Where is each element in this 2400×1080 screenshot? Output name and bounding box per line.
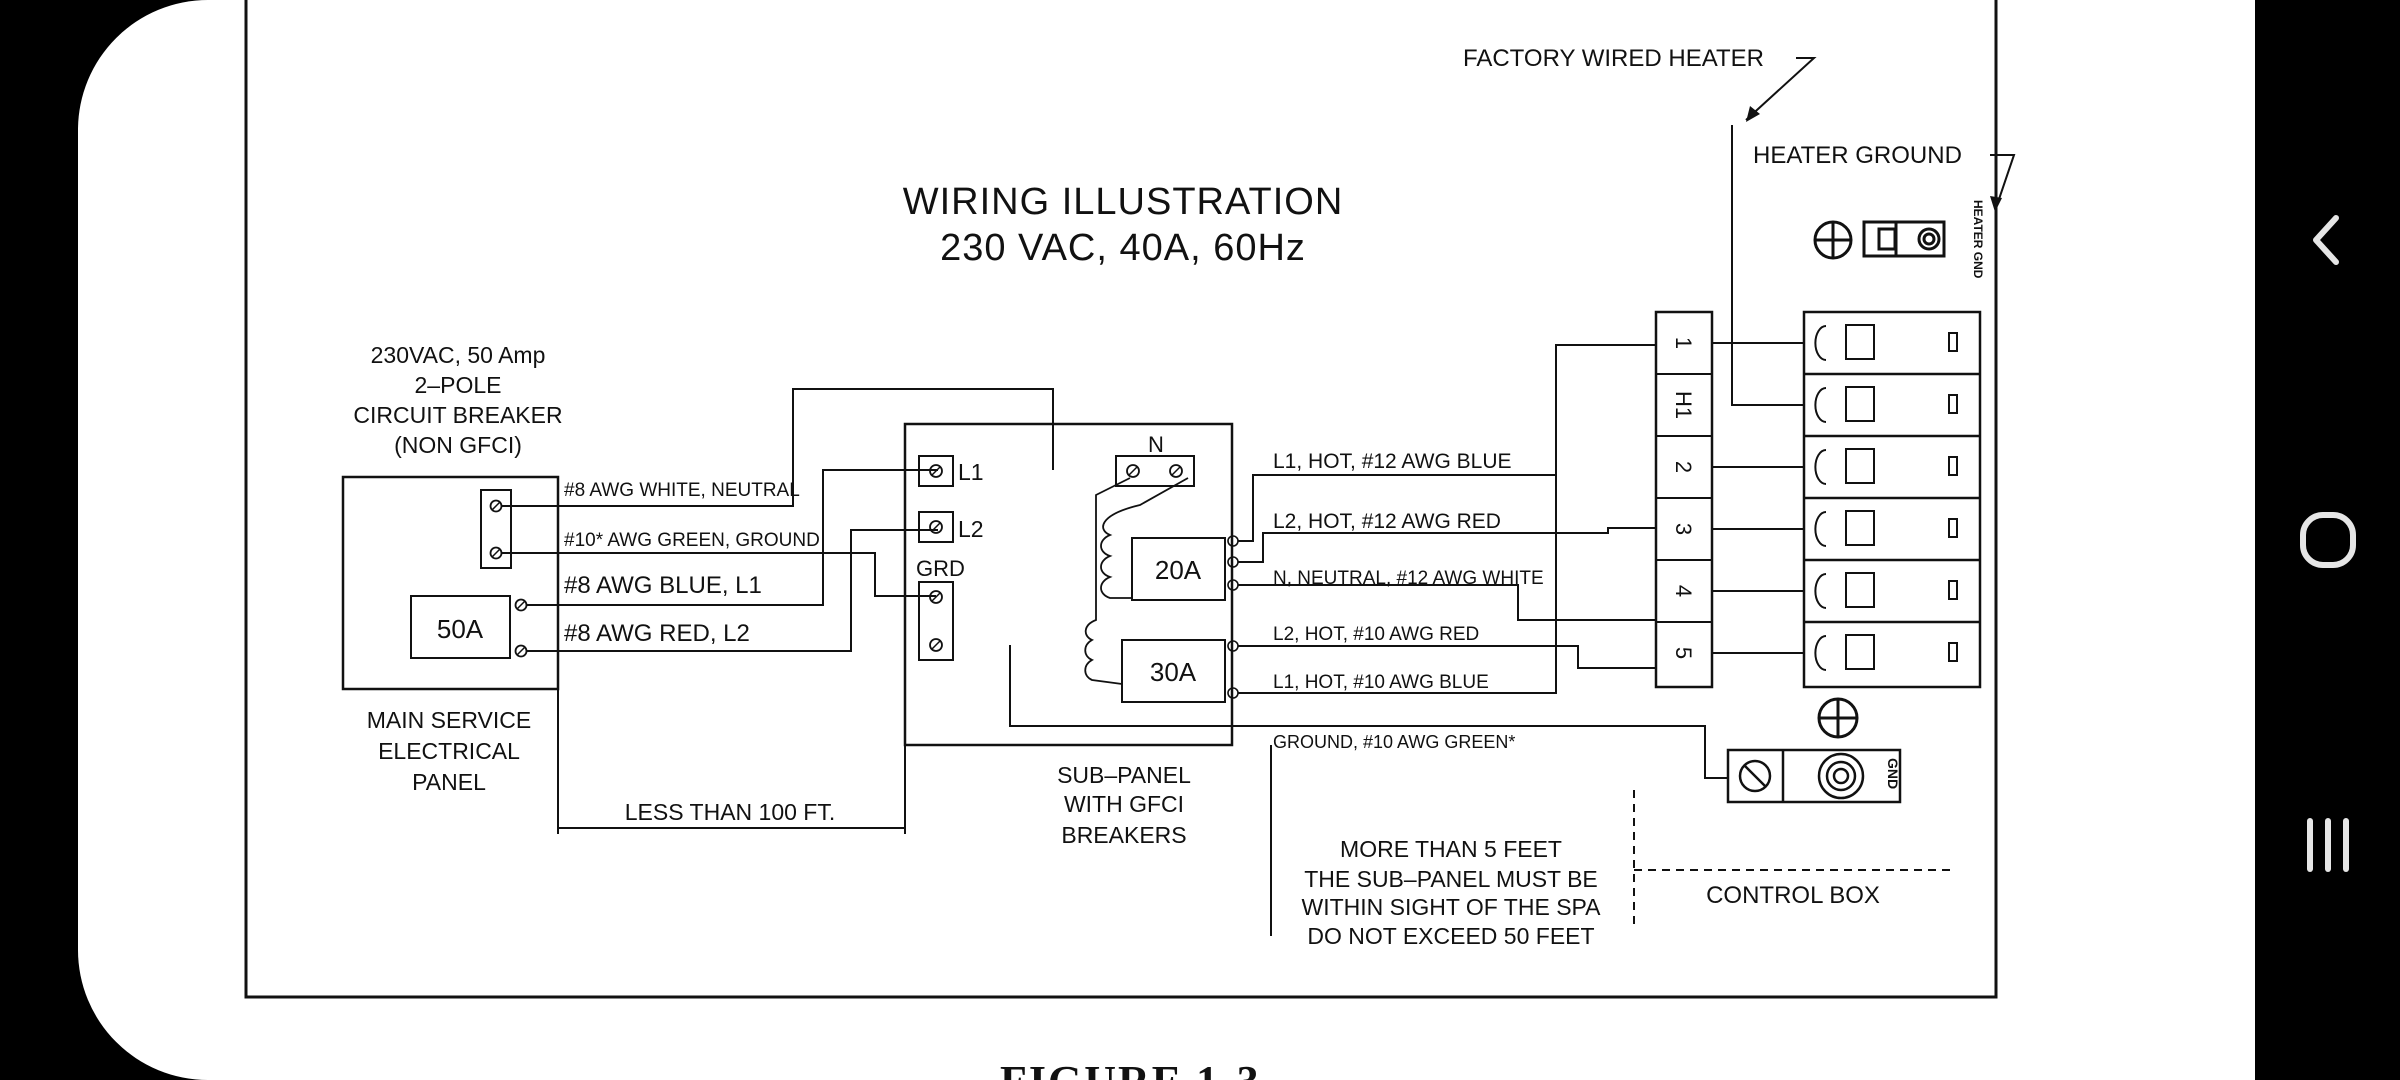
wire-n-12: N, NEUTRAL, #12 AWG WHITE bbox=[1273, 568, 1544, 589]
terminal-5: 5 bbox=[1671, 647, 1696, 659]
terminal-4: 4 bbox=[1671, 585, 1696, 597]
wire-l1-10: L1, HOT, #10 AWG BLUE bbox=[1273, 672, 1489, 693]
wire-label-neutral: #8 AWG WHITE, NEUTRAL bbox=[564, 480, 800, 501]
svg-text:WITH GFCI: WITH GFCI bbox=[1064, 791, 1184, 817]
heater-ground-arrow bbox=[1990, 154, 2016, 209]
sub-panel-label: SUB–PANEL WITH GFCI BREAKERS bbox=[1057, 762, 1191, 848]
terminal-h1: H1 bbox=[1671, 391, 1696, 419]
terminal-1: 1 bbox=[1671, 337, 1696, 349]
wiring-diagram: WIRING ILLUSTRATION 230 VAC, 40A, 60Hz 2… bbox=[244, 0, 2016, 999]
svg-text:(NON GFCI): (NON GFCI) bbox=[394, 432, 522, 458]
wire-l2-10: L2, HOT, #10 AWG RED bbox=[1273, 624, 1479, 645]
svg-text:ELECTRICAL: ELECTRICAL bbox=[378, 738, 520, 764]
svg-text:CIRCUIT BREAKER: CIRCUIT BREAKER bbox=[353, 402, 562, 428]
diagram-title: WIRING ILLUSTRATION bbox=[903, 181, 1344, 223]
svg-text:230VAC, 50 Amp: 230VAC, 50 Amp bbox=[371, 342, 546, 368]
svg-text:DO NOT EXCEED 50 FEET: DO NOT EXCEED 50 FEET bbox=[1307, 923, 1594, 949]
distance-dimension bbox=[557, 689, 906, 834]
control-box-ground-terminal bbox=[1726, 748, 1902, 804]
wire-ground-10: GROUND, #10 AWG GREEN* bbox=[1273, 732, 1515, 752]
ground-symbol bbox=[1817, 697, 1859, 739]
factory-heater-arrowhead bbox=[1746, 106, 1760, 122]
svg-text:PANEL: PANEL bbox=[412, 769, 486, 795]
recents-button[interactable] bbox=[2255, 785, 2400, 905]
installation-note: MORE THAN 5 FEET THE SUB–PANEL MUST BE W… bbox=[1301, 836, 1601, 949]
wire-label-l2: #8 AWG RED, L2 bbox=[564, 620, 750, 647]
factory-wired-heater-label: FACTORY WIRED HEATER bbox=[1463, 45, 1764, 72]
wire-l2-12: L2, HOT, #12 AWG RED bbox=[1273, 510, 1501, 533]
svg-text:MAIN SERVICE: MAIN SERVICE bbox=[367, 707, 531, 733]
heater-ground-terminal bbox=[1813, 220, 1946, 260]
breaker-spec-label: 230VAC, 50 Amp 2–POLE CIRCUIT BREAKER (N… bbox=[353, 342, 562, 458]
home-button[interactable] bbox=[2255, 480, 2400, 600]
chevron-left-icon bbox=[2312, 215, 2339, 265]
svg-text:2–POLE: 2–POLE bbox=[415, 372, 502, 398]
svg-text:WITHIN SIGHT OF THE SPA: WITHIN SIGHT OF THE SPA bbox=[1301, 894, 1601, 920]
svg-text:THE SUB–PANEL MUST BE: THE SUB–PANEL MUST BE bbox=[1304, 866, 1598, 892]
breaker-20a: 20A bbox=[1155, 555, 1202, 585]
main-breaker-rating: 50A bbox=[437, 614, 484, 644]
control-relays bbox=[1802, 310, 1982, 689]
terminal-block: 1 H1 2 3 4 5 bbox=[1654, 310, 1714, 689]
terminal-relay-wires bbox=[1712, 125, 1804, 654]
svg-text:BREAKERS: BREAKERS bbox=[1061, 822, 1186, 848]
sub-l1-label: L1 bbox=[958, 459, 984, 485]
svg-text:MORE THAN 5 FEET: MORE THAN 5 FEET bbox=[1340, 836, 1562, 862]
sub-neutral-label: N bbox=[1148, 432, 1164, 457]
breaker-30a: 30A bbox=[1150, 657, 1197, 687]
rounded-square-icon bbox=[2299, 512, 2356, 568]
back-button[interactable] bbox=[2255, 180, 2400, 300]
main-service-panel: 50A bbox=[341, 475, 560, 691]
factory-heater-arrow bbox=[1745, 57, 1817, 121]
main-feed-wires bbox=[502, 388, 1054, 652]
sub-grd-label: GRD bbox=[916, 556, 965, 581]
terminal-3: 3 bbox=[1671, 523, 1696, 535]
three-bars-icon bbox=[2306, 818, 2349, 872]
navigation-bar bbox=[2255, 0, 2400, 1080]
heater-ground-arrowhead bbox=[1990, 196, 2002, 212]
heater-ground-label: HEATER GROUND bbox=[1753, 142, 1962, 169]
diagram-subtitle: 230 VAC, 40A, 60Hz bbox=[940, 227, 1306, 269]
sub-l2-label: L2 bbox=[958, 516, 984, 542]
document-viewer: WIRING ILLUSTRATION 230 VAC, 40A, 60Hz 2… bbox=[78, 0, 2255, 1080]
svg-text:SUB–PANEL: SUB–PANEL bbox=[1057, 762, 1191, 788]
sub-panel: L1 L2 GRD N 20A 30A bbox=[903, 422, 1239, 747]
main-panel-label: MAIN SERVICE ELECTRICAL PANEL bbox=[367, 707, 531, 795]
wire-label-ground: #10* AWG GREEN, GROUND bbox=[564, 530, 820, 551]
distance-label: LESS THAN 100 FT. bbox=[625, 799, 836, 825]
heater-gnd-tag: HEATER GND bbox=[1971, 200, 1985, 279]
control-box-gnd-tag: GND bbox=[1885, 758, 1901, 789]
wire-label-l1: #8 AWG BLUE, L1 bbox=[564, 572, 762, 599]
terminal-2: 2 bbox=[1671, 461, 1696, 473]
sub-output-wires bbox=[1009, 344, 1728, 779]
figure-caption: FIGURE 1-3 bbox=[1000, 1056, 1261, 1080]
control-box-label: CONTROL BOX bbox=[1706, 882, 1880, 909]
diagram-frame bbox=[244, 0, 1998, 999]
wire-l1-12: L1, HOT, #12 AWG BLUE bbox=[1273, 450, 1512, 473]
control-box-boundary bbox=[1633, 790, 1950, 930]
